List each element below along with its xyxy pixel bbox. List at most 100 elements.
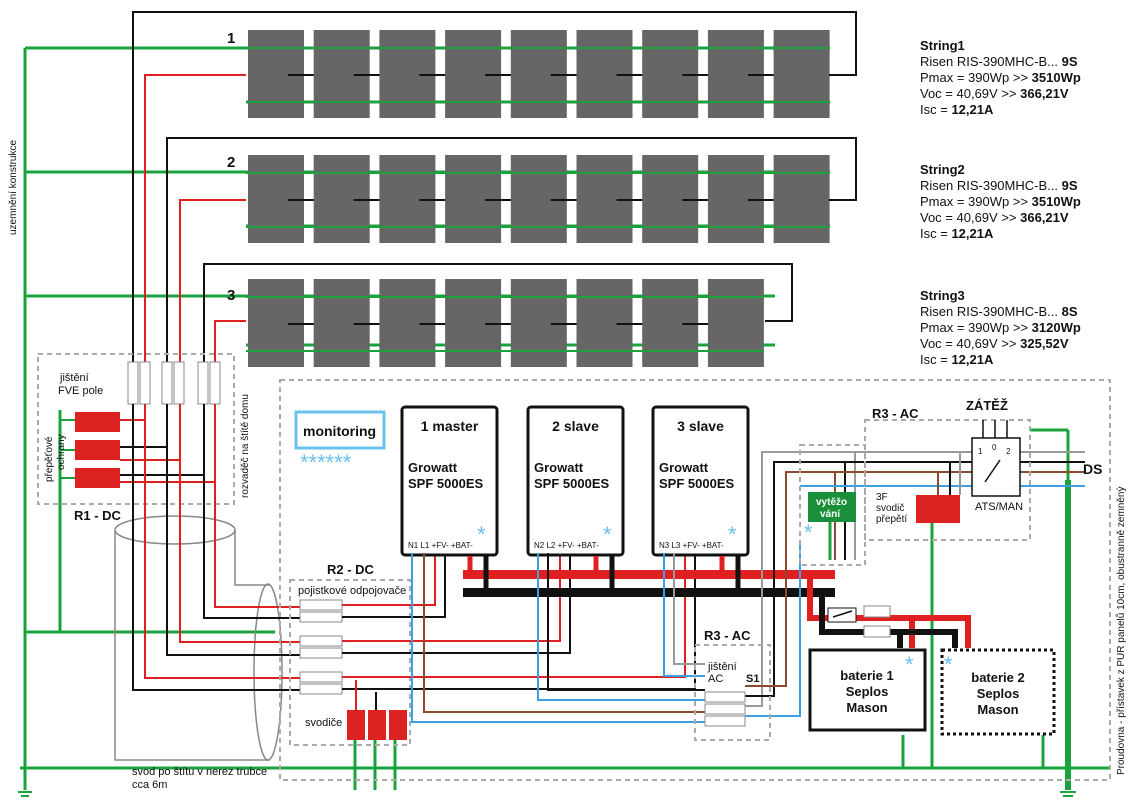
inverter-2 (526, 405, 625, 557)
inverter-terminals: N2 L2 +FV- +BAT- (534, 541, 599, 550)
inverter-model: SPF 5000ES (408, 476, 483, 491)
weighing-module (808, 492, 856, 522)
roof-box-label: rozvaděč na štítě domu (240, 394, 251, 498)
fuse-disconnectors-label: pojistkové odpojovače (298, 585, 406, 597)
inverter-star: * (477, 522, 486, 547)
svg-text:Seplos: Seplos (846, 684, 889, 699)
arresters-label: svodiče (305, 717, 342, 729)
pv-panel (707, 279, 764, 367)
surge3f-label-1: 3F (876, 492, 888, 503)
ats-label: ATS/MAN (975, 501, 1023, 513)
load-label: ZÁTĚŽ (966, 398, 1008, 413)
battery-bus (463, 556, 971, 648)
ground-symbol (18, 791, 1076, 797)
surge-label-1: přepěťové (44, 436, 55, 482)
r2-label: R2 - DC (327, 562, 375, 577)
inverter-name: 2 slave (552, 418, 599, 434)
r3-ac-lower-box (694, 644, 771, 741)
battery2-star: * (944, 652, 953, 677)
inverter-1 (400, 405, 499, 557)
svg-text:Risen RIS-390MHC-B... 9S: Risen RIS-390MHC-B... 9S (920, 178, 1078, 193)
svg-text:baterie 2: baterie 2 (971, 670, 1024, 685)
r3-ac-lower-label: R3 - AC (704, 628, 751, 643)
svg-text:2: 2 (1006, 447, 1011, 456)
conduit-label-2: cca 6m (132, 779, 167, 791)
grounding-label: uzemnění konstrukce (8, 140, 19, 235)
grounding-wires (20, 46, 1110, 790)
inverter-model: SPF 5000ES (659, 476, 734, 491)
svg-text:Risen RIS-390MHC-B... 8S: Risen RIS-390MHC-B... 8S (920, 304, 1078, 319)
pv-panel (773, 155, 830, 243)
string-number-1: 1 (227, 30, 235, 47)
string2-spec: String2 Risen RIS-390MHC-B... 9S Pmax = … (920, 162, 1081, 241)
surge3f-label-3: přepětí (876, 514, 907, 525)
s1-label: S1 (746, 673, 759, 685)
svg-text:String2: String2 (920, 162, 965, 177)
string1-spec: String1 Risen RIS-390MHC-B... 9S Pmax = … (920, 38, 1081, 117)
string-number-2: 2 (227, 154, 235, 171)
surge-label-2: ochrany (56, 434, 67, 470)
inverter-3 (651, 405, 750, 557)
dc-down-wires (132, 404, 300, 691)
r3-ac-upper-label: R3 - AC (872, 406, 919, 421)
monitoring-box (294, 410, 386, 450)
weighing-label-1: vytěžo (816, 497, 847, 508)
surge3f-label-2: svodič (876, 503, 904, 514)
r1-label: R1 - DC (74, 508, 122, 523)
inverter-star: * (728, 522, 737, 547)
ac-fuse-label-2: AC (708, 673, 723, 685)
ds-label: DS (1083, 461, 1102, 477)
inverter-terminals: N3 L3 +FV- +BAT- (659, 541, 724, 550)
svg-text:Isc = 12,21A: Isc = 12,21A (920, 102, 994, 117)
fve-fuse-label-1: jištění (59, 372, 89, 384)
steel-conduit (114, 515, 283, 761)
building-outline (279, 379, 1111, 781)
battery-1: baterie 1 Seplos Mason (808, 648, 927, 732)
svg-text:0: 0 (992, 443, 997, 452)
svg-text:String1: String1 (920, 38, 965, 53)
pv-panel (773, 30, 830, 118)
monitoring-stars: ****** (300, 450, 352, 475)
monitoring-label: monitoring (303, 423, 376, 439)
string3-spec: String3 Risen RIS-390MHC-B... 8S Pmax = … (920, 288, 1081, 367)
fve-fuse-label-2: FVE pole (58, 385, 103, 397)
arresters (347, 710, 407, 740)
inverter-name: 1 master (421, 418, 479, 434)
inverter-brand: Growatt (659, 460, 709, 475)
svg-text:Risen RIS-390MHC-B... 9S: Risen RIS-390MHC-B... 9S (920, 54, 1078, 69)
weighing-dashed-box (799, 444, 866, 566)
weighing-label-2: vání (820, 509, 841, 520)
surge-3f (916, 495, 960, 523)
string-loop-wires (132, 11, 857, 362)
r2-dc-box (289, 579, 411, 746)
svg-text:Voc = 40,69V >> 366,21V: Voc = 40,69V >> 366,21V (920, 210, 1069, 225)
svg-text:1: 1 (978, 447, 983, 456)
r1-dc-box (37, 353, 235, 505)
inverter-name: 3 slave (677, 418, 724, 434)
inverter-terminals: N1 L1 +FV- +BAT- (408, 541, 473, 550)
string-number-3: 3 (227, 287, 235, 304)
r3-ac-upper-box (864, 419, 1031, 541)
svg-text:Seplos: Seplos (977, 686, 1020, 701)
svg-text:Mason: Mason (846, 700, 887, 715)
svg-text:String3: String3 (920, 288, 965, 303)
pv-panel-arrays (246, 30, 830, 367)
ac-fuses (704, 691, 746, 727)
weighing-star: * (804, 520, 813, 545)
inverter-star: * (603, 522, 612, 547)
fuse-disconnectors (299, 599, 343, 695)
battery1-star: * (905, 652, 914, 677)
inverter-brand: Growatt (408, 460, 458, 475)
svg-text:Isc = 12,21A: Isc = 12,21A (920, 226, 994, 241)
inverter-model: SPF 5000ES (534, 476, 609, 491)
ats-switch: 1 0 2 (971, 420, 1021, 497)
svg-text:Isc = 12,21A: Isc = 12,21A (920, 352, 994, 367)
surge-protectors-r1 (75, 412, 120, 488)
inverter-brand: Growatt (534, 460, 584, 475)
battery-2: baterie 2 Seplos Mason (940, 648, 1056, 736)
building-note: Proudovna - přístavek z PUR panelů 10cm,… (1115, 487, 1127, 776)
svg-text:Voc = 40,69V >> 325,52V: Voc = 40,69V >> 325,52V (920, 336, 1069, 351)
ac-fuse-label-1: jištění (707, 661, 737, 673)
